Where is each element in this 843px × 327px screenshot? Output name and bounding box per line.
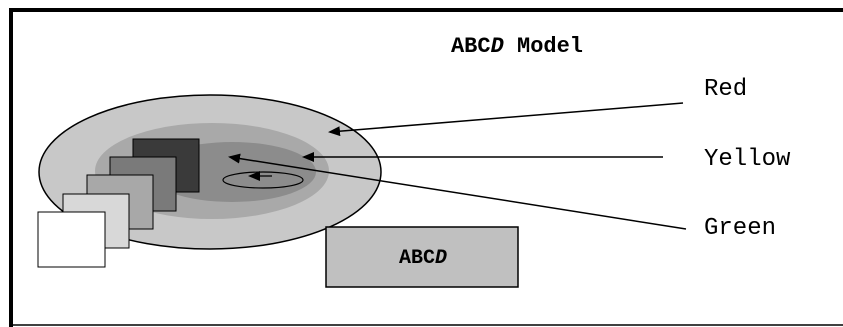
arrow-green <box>228 153 687 230</box>
card-stack <box>37 138 200 268</box>
box-label-d: D <box>435 247 447 270</box>
title-d: D <box>491 34 504 59</box>
label-green: Green <box>704 215 776 242</box>
diagram-title: ABCD Model <box>451 34 583 59</box>
abcd-box <box>325 226 519 288</box>
abcd-box-label: ABCD <box>399 247 447 270</box>
label-yellow: Yellow <box>704 146 791 173</box>
title-abc: ABC <box>451 34 491 59</box>
frame <box>9 8 843 327</box>
arrow-red <box>328 102 684 137</box>
stack-card-5 <box>37 211 106 268</box>
title-model: Model <box>504 34 583 59</box>
cycle-arrow-icon <box>222 171 304 189</box>
box-label-abc: ABC <box>399 247 435 270</box>
label-red: Red <box>704 76 747 103</box>
